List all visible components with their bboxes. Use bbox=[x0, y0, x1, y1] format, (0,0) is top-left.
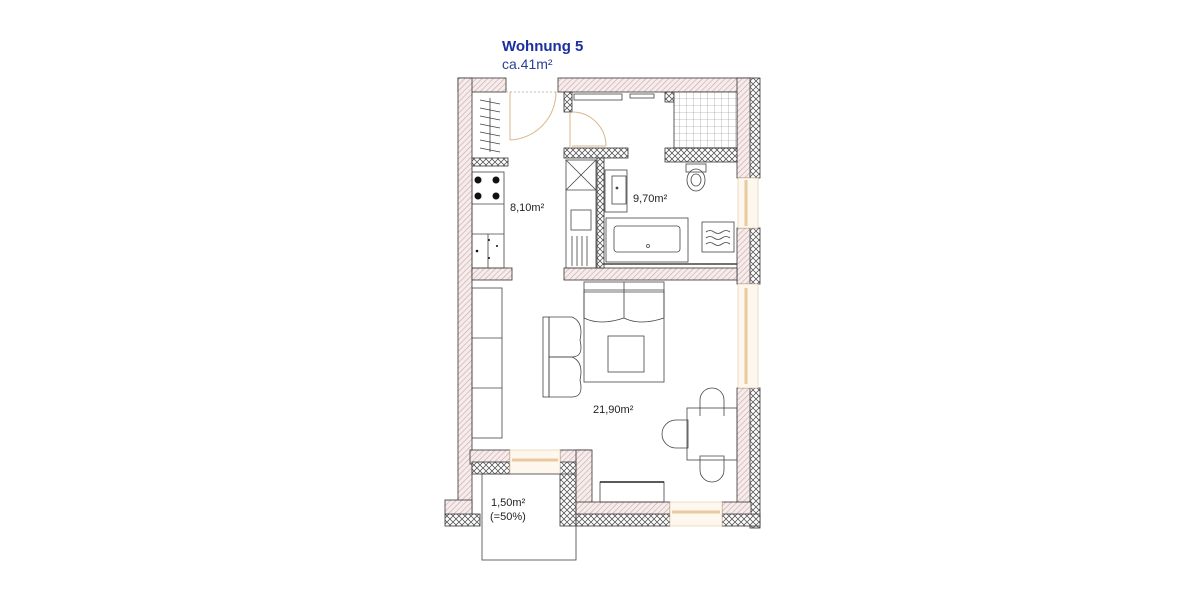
dining-set bbox=[661, 387, 738, 483]
bathroom-area-label: 9,70m² bbox=[633, 193, 668, 205]
kitchen-counter bbox=[471, 171, 505, 269]
apartment-title: Wohnung 5 bbox=[502, 38, 584, 55]
entrance-door[interactable] bbox=[506, 91, 558, 141]
toilet-icon bbox=[685, 163, 707, 192]
wardrobe bbox=[479, 98, 501, 153]
balcony-area-label: 1,50m² bbox=[491, 497, 526, 509]
shower-tiles bbox=[673, 91, 738, 149]
bathroom-door[interactable] bbox=[569, 111, 607, 148]
sideboard bbox=[599, 481, 665, 503]
windows bbox=[509, 177, 759, 527]
wall-unit bbox=[471, 287, 503, 439]
bathroom-shelf bbox=[573, 93, 655, 101]
balcony-note-label: (=50%) bbox=[490, 511, 526, 523]
sink-icon bbox=[604, 169, 628, 213]
utility-cabinet bbox=[565, 159, 597, 269]
exterior-walls bbox=[444, 77, 761, 529]
armchair bbox=[542, 316, 582, 398]
heater-icon bbox=[701, 221, 735, 253]
kitchen-area-label: 8,10m² bbox=[510, 202, 545, 214]
coffee-table bbox=[607, 335, 645, 373]
living-room-area-label: 21,90m² bbox=[593, 404, 634, 416]
stove-burner-icon bbox=[474, 176, 482, 184]
sofa bbox=[583, 281, 665, 383]
balcony bbox=[481, 473, 577, 561]
apartment-area: ca.41m² bbox=[502, 56, 553, 72]
bathtub-icon bbox=[604, 217, 737, 265]
